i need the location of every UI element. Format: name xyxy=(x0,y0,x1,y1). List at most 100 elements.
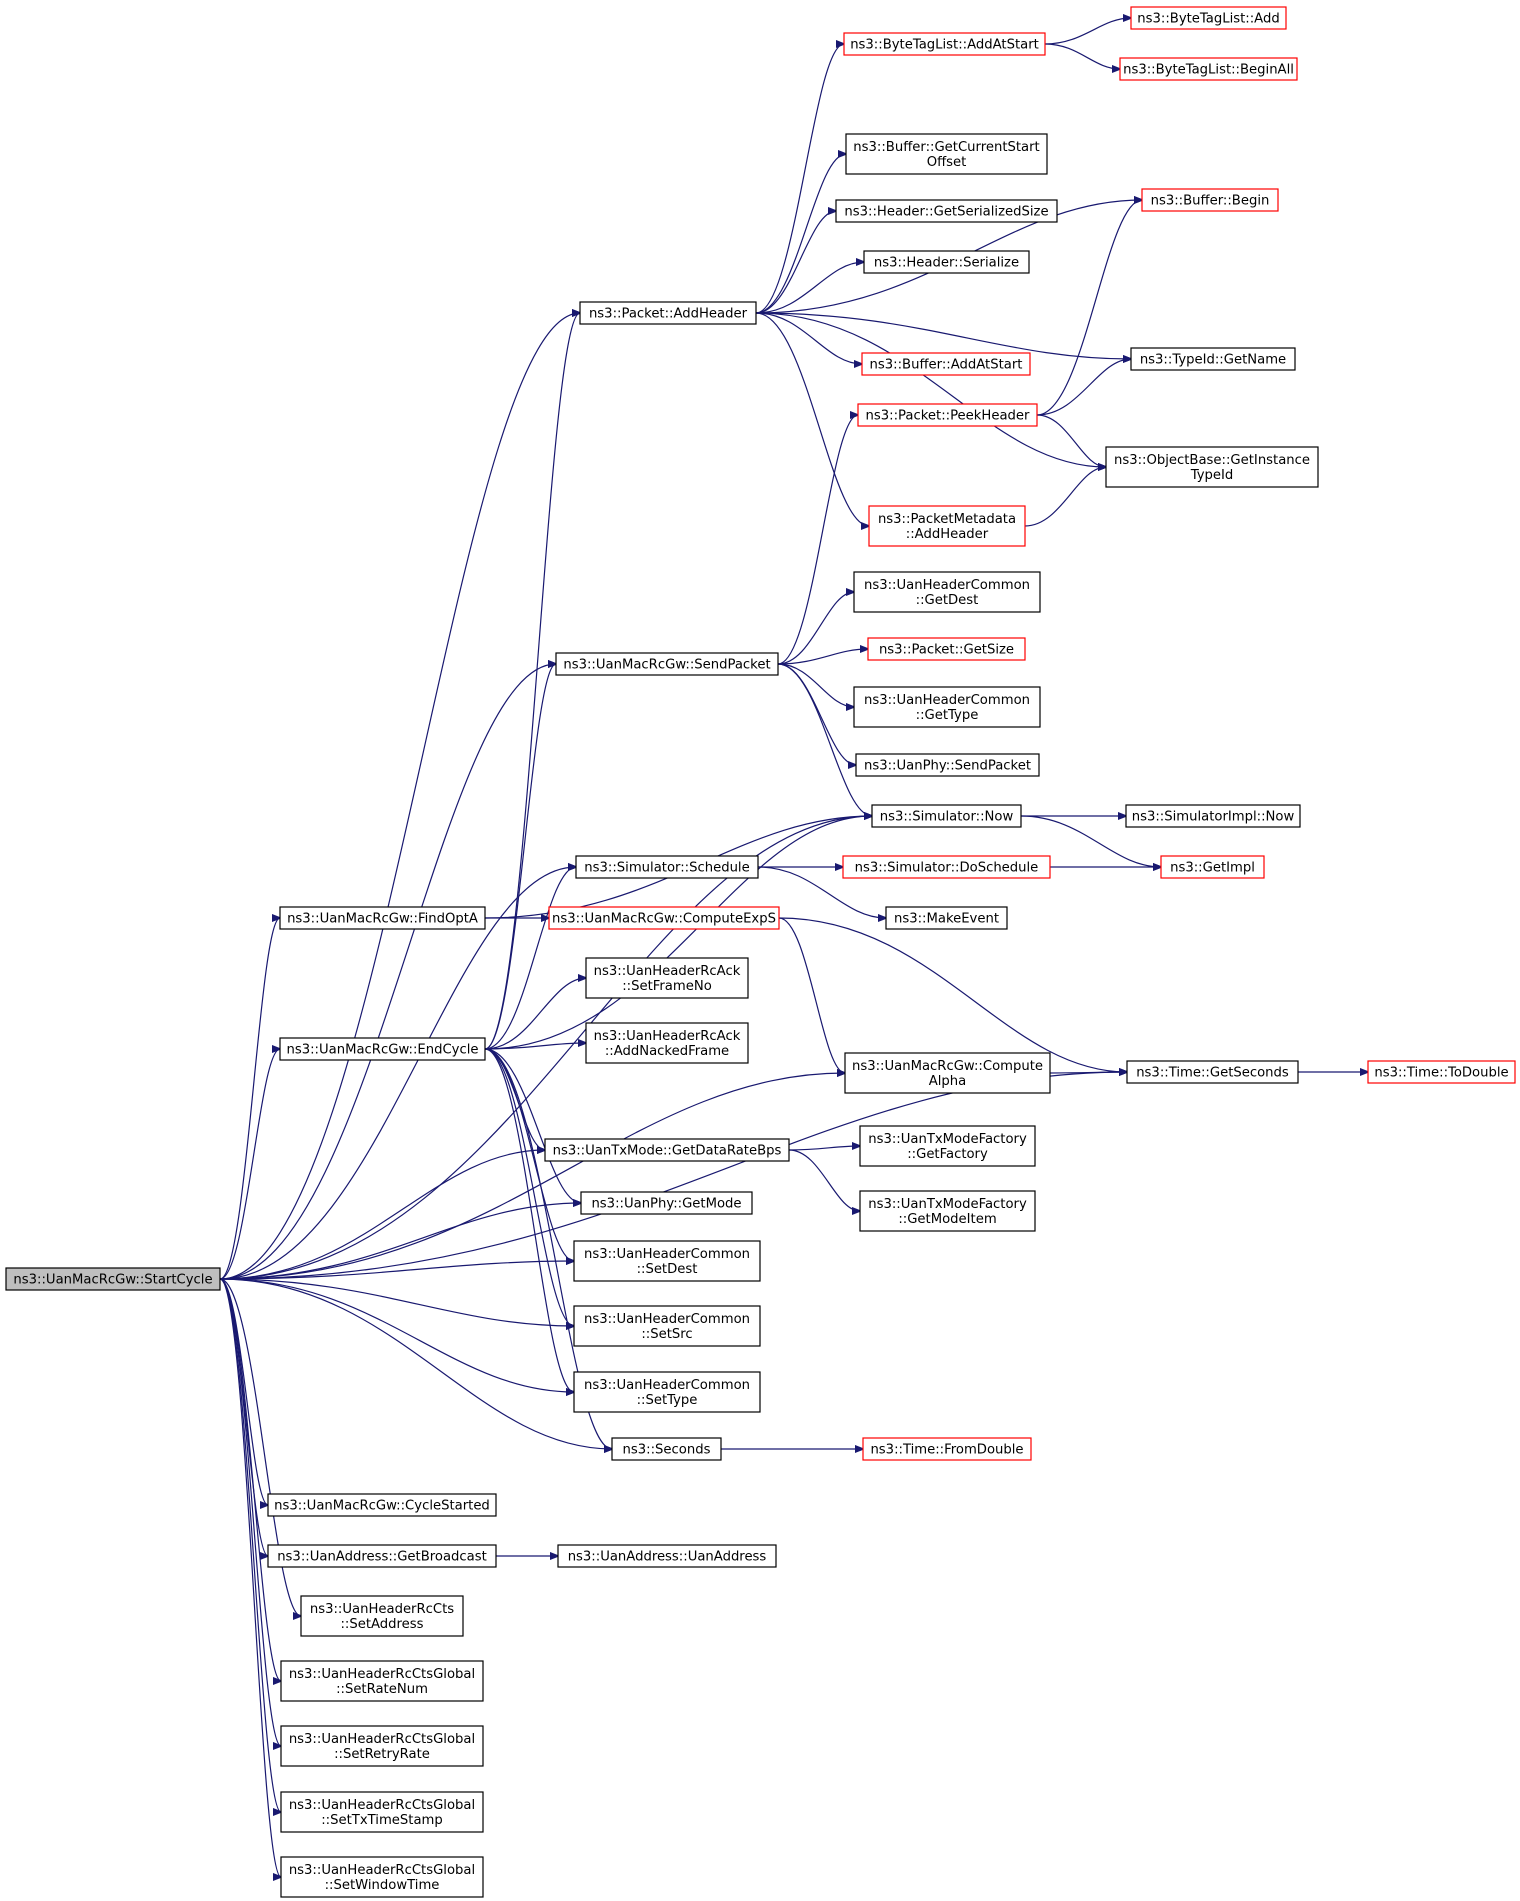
node-box xyxy=(843,32,1046,56)
edge-uanmacrcgw_endcycle-to-uanmacrcgw_sendpacket xyxy=(484,664,556,1050)
node-packet_peekheader[interactable]: ns3::Packet::PeekHeader xyxy=(857,403,1038,427)
node-simulatorimpl_now[interactable]: ns3::SimulatorImpl::Now xyxy=(1125,804,1301,828)
node-time_todouble[interactable]: ns3::Time::ToDouble xyxy=(1367,1060,1516,1084)
node-ctsglobal_setretryrate[interactable]: ns3::UanHeaderRcCtsGlobal::SetRetryRate xyxy=(280,1725,484,1767)
node-typeid_getname[interactable]: ns3::TypeId::GetName xyxy=(1130,347,1296,371)
node-time_getseconds[interactable]: ns3::Time::GetSeconds xyxy=(1126,1060,1299,1084)
node-uanheadercommon_gettype[interactable]: ns3::UanHeaderCommon::GetType xyxy=(853,686,1041,728)
node-bytetag_add[interactable]: ns3::ByteTagList::Add xyxy=(1130,6,1287,30)
edge-startcycle-to-ctsglobal_setwindowtime xyxy=(219,1278,281,1877)
edge-startcycle-to-uantxmode_getdataratebps xyxy=(219,1150,545,1280)
node-box xyxy=(280,1725,484,1767)
node-label: ::SetRateNum xyxy=(336,1682,428,1697)
edge-packet_peekheader-to-objectbase_getinstancetypeid xyxy=(1036,414,1106,467)
edge-startcycle-to-uanheaderrccts_setaddress xyxy=(219,1278,301,1616)
node-uanmacrcgw_sendpacket[interactable]: ns3::UanMacRcGw::SendPacket xyxy=(555,652,779,676)
node-uanphy_sendpacket[interactable]: ns3::UanPhy::SendPacket xyxy=(855,753,1040,777)
node-uanheadercommon_setdest[interactable]: ns3::UanHeaderCommon::SetDest xyxy=(573,1240,761,1282)
node-bytetag_beginall[interactable]: ns3::ByteTagList::BeginAll xyxy=(1119,57,1298,81)
node-box xyxy=(575,855,759,879)
node-getimpl[interactable]: ns3::GetImpl xyxy=(1160,855,1265,879)
node-uanheaderrcack_addnackedframe[interactable]: ns3::UanHeaderRcAck::AddNackedFrame xyxy=(585,1022,749,1064)
node-box xyxy=(835,199,1058,223)
node-header_getserializedsize[interactable]: ns3::Header::GetSerializedSize xyxy=(835,199,1058,223)
node-bytetag_addatstart[interactable]: ns3::ByteTagList::AddAtStart xyxy=(843,32,1046,56)
node-box xyxy=(867,637,1026,661)
node-uantxmodefactory_getfactory[interactable]: ns3::UanTxModeFactory::GetFactory xyxy=(859,1125,1036,1167)
node-uanaddress_getbroadcast[interactable]: ns3::UanAddress::GetBroadcast xyxy=(267,1544,497,1568)
edge-startcycle-to-ctsglobal_setratenum xyxy=(219,1278,281,1681)
node-header_serialize[interactable]: ns3::Header::Serialize xyxy=(863,250,1030,274)
node-packet_getsize[interactable]: ns3::Packet::GetSize xyxy=(867,637,1026,661)
node-label: ::SetSrc xyxy=(641,1327,692,1342)
edge-uanmacrcgw_endcycle-to-uanphy_getmode xyxy=(484,1048,581,1203)
node-uanmacrcgw_computeexps[interactable]: ns3::UanMacRcGw::ComputeExpS xyxy=(548,906,780,930)
node-simulator_doschedule[interactable]: ns3::Simulator::DoSchedule xyxy=(842,855,1051,879)
node-uanmacrcgw_cyclestarted[interactable]: ns3::UanMacRcGw::CycleStarted xyxy=(267,1493,497,1517)
edge-bytetag_addatstart-to-bytetag_add xyxy=(1044,18,1131,45)
node-uanaddress_uanaddress[interactable]: ns3::UanAddress::UanAddress xyxy=(557,1544,777,1568)
node-box xyxy=(548,906,780,930)
node-ctsglobal_setwindowtime[interactable]: ns3::UanHeaderRcCtsGlobal::SetWindowTime xyxy=(280,1856,484,1898)
edge-uanmacrcgw_sendpacket-to-uanheadercommon_gettype xyxy=(777,663,854,707)
node-uanheaderrccts_setaddress[interactable]: ns3::UanHeaderRcCts::SetAddress xyxy=(300,1595,464,1637)
node-packetmetadata_addheader[interactable]: ns3::PacketMetadata::AddHeader xyxy=(868,505,1026,547)
node-label: ns3::Simulator::DoSchedule xyxy=(855,861,1039,876)
node-time_fromdouble[interactable]: ns3::Time::FromDouble xyxy=(862,1437,1032,1461)
node-uanheadercommon_getdest[interactable]: ns3::UanHeaderCommon::GetDest xyxy=(853,571,1041,613)
edge-uanmacrcgw_sendpacket-to-packet_peekheader xyxy=(777,415,858,665)
node-buffer_begin[interactable]: ns3::Buffer::Begin xyxy=(1141,188,1279,212)
node-uanphy_getmode[interactable]: ns3::UanPhy::GetMode xyxy=(580,1191,753,1215)
node-label: ::GetFactory xyxy=(907,1147,988,1162)
node-uanheadercommon_setsrc[interactable]: ns3::UanHeaderCommon::SetSrc xyxy=(573,1305,761,1347)
edge-uanmacrcgw_endcycle-to-uanheaderrcack_addnackedframe xyxy=(484,1043,586,1050)
node-uanmacrcgw_endcycle[interactable]: ns3::UanMacRcGw::EndCycle xyxy=(279,1037,486,1061)
node-seconds[interactable]: ns3::Seconds xyxy=(611,1437,722,1461)
edge-packet_addheader-to-bytetag_addatstart xyxy=(755,44,844,314)
node-label: ns3::UanHeaderRcCts xyxy=(310,1602,454,1617)
node-label: ns3::UanTxModeFactory xyxy=(868,1197,1027,1212)
node-label: ns3::Time::GetSeconds xyxy=(1136,1066,1289,1081)
edge-uantxmode_getdataratebps-to-uantxmodefactory_getfactory xyxy=(788,1146,860,1151)
node-label: ns3::ByteTagList::AddAtStart xyxy=(850,38,1039,53)
edge-uanmacrcgw_endcycle-to-simulator_now xyxy=(484,816,872,1050)
node-makeevent[interactable]: ns3::MakeEvent xyxy=(885,906,1008,930)
node-box xyxy=(861,352,1031,376)
edge-startcycle-to-uanmacrcgw_sendpacket xyxy=(219,664,556,1280)
edge-uanmacrcgw_sendpacket-to-uanheadercommon_getdest xyxy=(777,592,854,665)
node-label: ns3::UanPhy::GetMode xyxy=(591,1197,741,1212)
node-box xyxy=(279,906,486,930)
node-label: ::SetAddress xyxy=(340,1617,423,1632)
node-buffer_addatstart[interactable]: ns3::Buffer::AddAtStart xyxy=(861,352,1031,376)
node-ctsglobal_settxtimestamp[interactable]: ns3::UanHeaderRcCtsGlobal::SetTxTimeStam… xyxy=(280,1791,484,1833)
edge-uanmacrcgw_endcycle-to-packet_addheader xyxy=(484,313,580,1050)
node-simulator_now[interactable]: ns3::Simulator::Now xyxy=(871,804,1022,828)
node-box xyxy=(280,1660,484,1702)
node-uanheaderrcack_setframeno[interactable]: ns3::UanHeaderRcAck::SetFrameNo xyxy=(585,957,749,999)
node-label: ns3::UanHeaderRcCtsGlobal xyxy=(289,1732,475,1747)
node-startcycle[interactable]: ns3::UanMacRcGw::StartCycle xyxy=(5,1267,221,1291)
node-ctsglobal_setratenum[interactable]: ns3::UanHeaderRcCtsGlobal::SetRateNum xyxy=(280,1660,484,1702)
node-label: ns3::Packet::AddHeader xyxy=(589,307,748,322)
node-simulator_schedule[interactable]: ns3::Simulator::Schedule xyxy=(575,855,759,879)
node-label: ns3::UanMacRcGw::ComputeExpS xyxy=(552,912,776,927)
node-uanmacrcgw_findopta[interactable]: ns3::UanMacRcGw::FindOptA xyxy=(279,906,486,930)
node-packet_addheader[interactable]: ns3::Packet::AddHeader xyxy=(579,301,757,325)
node-uantxmodefactory_getmodeitem[interactable]: ns3::UanTxModeFactory::GetModeItem xyxy=(859,1190,1036,1232)
node-box xyxy=(859,1125,1036,1167)
node-label: TypeId xyxy=(1190,468,1234,483)
edge-startcycle-to-uanmacrcgw_findopta xyxy=(219,918,280,1280)
node-label: ns3::UanAddress::GetBroadcast xyxy=(277,1550,487,1565)
edge-uanmacrcgw_sendpacket-to-uanphy_sendpacket xyxy=(777,663,856,765)
node-box xyxy=(611,1437,722,1461)
node-uantxmode_getdataratebps[interactable]: ns3::UanTxMode::GetDataRateBps xyxy=(544,1138,790,1162)
node-uanheadercommon_settype[interactable]: ns3::UanHeaderCommon::SetType xyxy=(573,1371,761,1413)
node-box xyxy=(300,1595,464,1637)
node-label: ns3::Header::GetSerializedSize xyxy=(844,205,1048,220)
edge-packet_addheader-to-header_getserializedsize xyxy=(755,211,836,314)
node-label: ns3::UanAddress::UanAddress xyxy=(568,1550,767,1565)
node-label: ::SetType xyxy=(637,1393,698,1408)
